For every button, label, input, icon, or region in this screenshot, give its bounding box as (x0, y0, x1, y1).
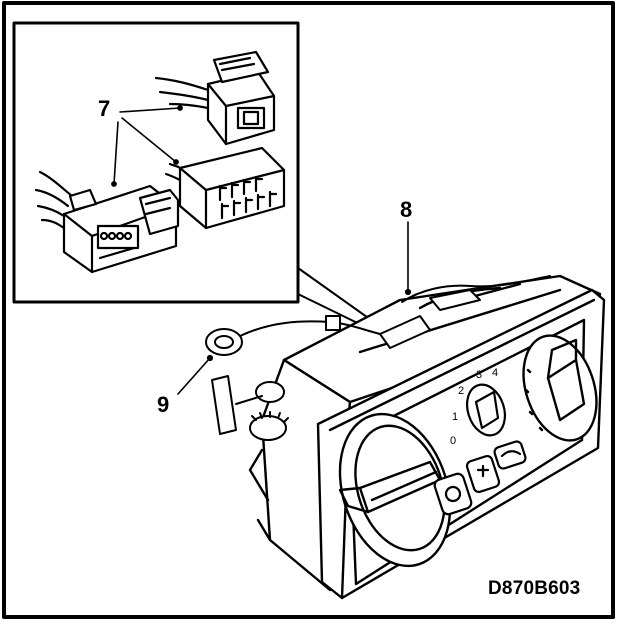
connector-middle (164, 146, 286, 230)
callout-9-leader (177, 357, 211, 395)
callout-7-dot-c (111, 181, 117, 187)
temperature-knob (522, 334, 598, 442)
svg-text:0: 0 (450, 435, 456, 447)
figure-code: D870B603 (488, 578, 581, 599)
svg-text:2: 2 (458, 385, 464, 397)
callout-label-9: 9 (157, 392, 170, 417)
ground-cable (205, 315, 381, 356)
svg-text:1: 1 (452, 411, 458, 423)
connector-upper (154, 50, 276, 146)
inset-detail-box (12, 21, 300, 304)
fan-knob: 1 2 3 4 0 (450, 367, 507, 447)
wiring-harness (379, 275, 551, 349)
callout-7-dot-b (173, 159, 179, 165)
connector-lower (34, 170, 180, 274)
svg-text:3: 3 (476, 369, 482, 381)
svg-text:4: 4 (492, 367, 498, 379)
callout-7-dot-a (177, 105, 183, 111)
center-buttons (433, 440, 527, 516)
callout-7-leaders (113, 107, 181, 185)
outer-border (2, 1, 615, 619)
callout-label-7: 7 (98, 96, 111, 121)
mode-dial (338, 412, 452, 568)
callout-label-8: 8 (400, 197, 413, 222)
gear-mechanism (211, 375, 289, 441)
callout-8-dot (404, 288, 412, 296)
callout-9-dot (206, 354, 214, 362)
